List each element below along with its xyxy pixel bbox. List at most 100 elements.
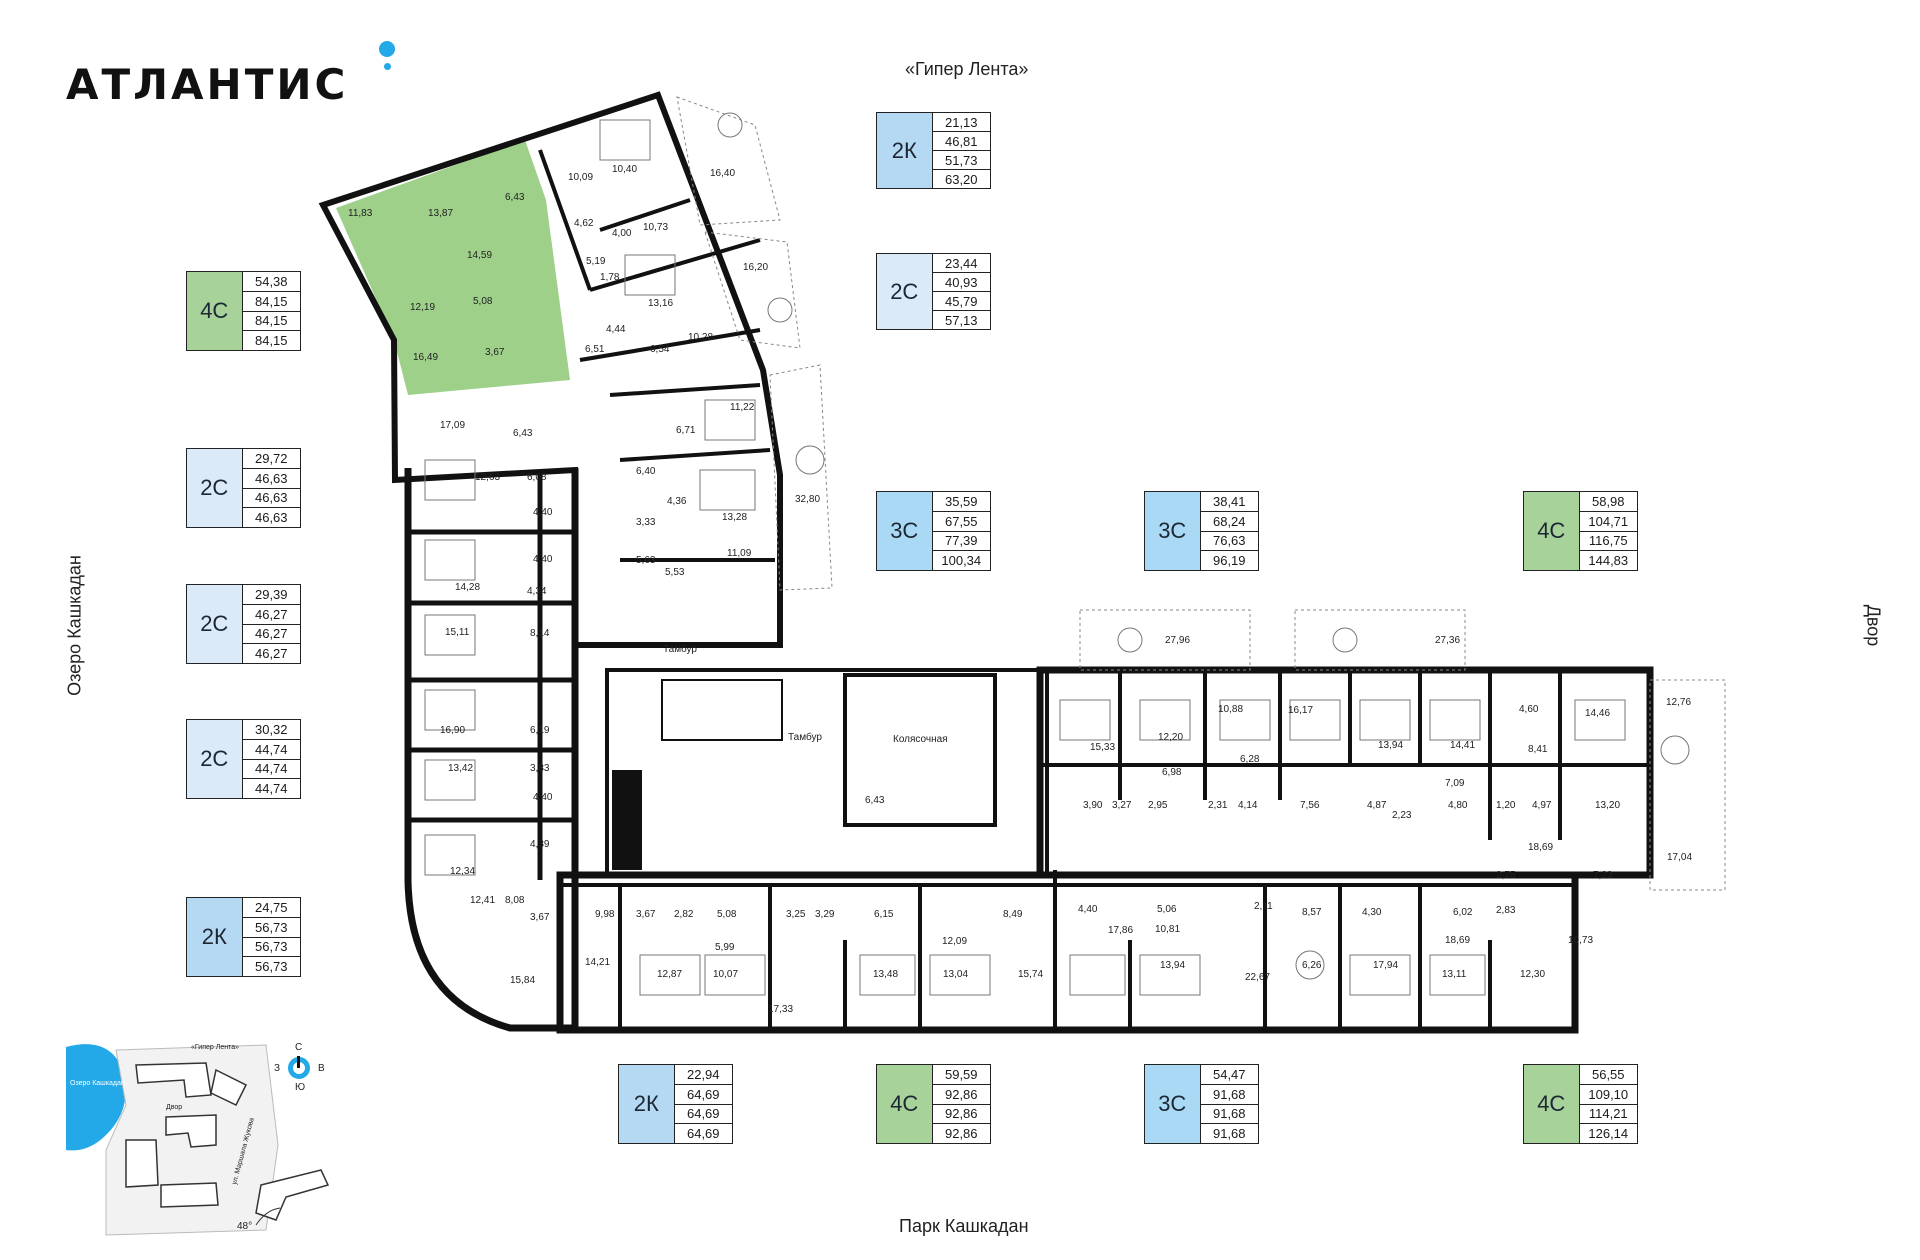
badge-areas: 22,94 64,69 64,69 64,69 (674, 1065, 732, 1143)
apartment-badge[interactable]: 2К 21,13 46,81 51,73 63,20 (876, 112, 991, 189)
badge-area: 46,81 (932, 132, 990, 151)
minimap-yard-label: Двор (166, 1104, 182, 1111)
badge-code: 2С (187, 720, 243, 798)
room-label: 17,09 (440, 420, 465, 431)
apartment-badge[interactable]: 2С 29,39 46,27 46,27 46,27 (186, 584, 301, 664)
apartment-badge[interactable]: 2С 29,72 46,63 46,63 46,63 (186, 448, 301, 528)
minimap-angle-arc (255, 1207, 281, 1226)
room-label: 8,57 (1302, 907, 1322, 918)
compass-icon (288, 1056, 310, 1079)
badge-code: 2С (877, 254, 933, 329)
badge-areas: 24,75 56,73 56,73 56,73 (242, 898, 300, 976)
room-label: 3,83 (530, 763, 550, 774)
room-label: 15,33 (1090, 742, 1115, 753)
room-label: 3,67 (530, 912, 550, 923)
compass-west: З (274, 1063, 281, 1074)
room-label: 13,28 (722, 512, 747, 523)
room-label: 8,41 (1528, 744, 1548, 755)
bottom-wing-outline (556, 871, 1579, 1034)
apartment-badge[interactable]: 2К 24,75 56,73 56,73 56,73 (186, 897, 301, 977)
room-label: 2,82 (674, 909, 694, 920)
room-label: 6,15 (874, 909, 894, 920)
room-label: 17,33 (768, 1004, 793, 1015)
apartment-badge[interactable]: 4С 58,98 104,71 116,75 144,83 (1523, 491, 1638, 571)
badge-code: 4С (187, 272, 243, 350)
room-label: 2,83 (1496, 905, 1516, 916)
badge-area: 54,38 (242, 272, 300, 292)
room-label: 16,40 (710, 168, 735, 179)
apartment-badge[interactable]: 4С 59,59 92,86 92,86 92,86 (876, 1064, 991, 1144)
room-label: 6,51 (585, 344, 605, 355)
room-label: 6,28 (1240, 754, 1260, 765)
compass-south: Ю (295, 1082, 306, 1093)
bottom-wing-walls (560, 870, 1575, 1028)
room-label: 4,34 (527, 586, 547, 597)
room-label: 6,40 (636, 466, 656, 477)
badge-area: 46,63 (254, 510, 288, 526)
upper-wing-outline (318, 91, 783, 648)
badge-code: 3С (877, 492, 933, 570)
caption-bottom: Парк Кашкадан (899, 1216, 1029, 1236)
apartment-badge[interactable]: 3С 38,41 68,24 76,63 96,19 (1144, 491, 1259, 571)
room-label: 14,21 (585, 957, 610, 968)
room-label: 4,87 (1367, 800, 1387, 811)
room-label: 4,40 (533, 554, 553, 565)
room-label: 10,09 (568, 172, 593, 183)
room-label: 12,34 (450, 866, 475, 877)
apartment-badge[interactable]: 3С 54,47 91,68 91,68 91,68 (1144, 1064, 1259, 1144)
badge-area: 92,86 (932, 1105, 990, 1125)
room-label: 8,49 (1003, 909, 1023, 920)
badge-area: 57,13 (944, 312, 978, 328)
badge-code: 2К (187, 898, 243, 976)
room-label: 4,97 (1532, 800, 1552, 811)
room-label: 14,46 (1585, 708, 1610, 719)
badge-area: 109,10 (1579, 1085, 1637, 1105)
room-label: 4,40 (533, 507, 553, 518)
apartment-badge[interactable]: 4С 56,55 109,10 114,21 126,14 (1523, 1064, 1638, 1144)
badge-area: 56,73 (242, 938, 300, 958)
room-label: 17,04 (1667, 852, 1692, 863)
apartment-badge[interactable]: 4С 54,38 84,15 84,15 84,15 (186, 271, 301, 351)
room-label: 13,87 (428, 208, 453, 219)
room-label: 13,48 (873, 969, 898, 980)
badge-area: 56,55 (1579, 1065, 1637, 1085)
room-label: 14,28 (455, 582, 480, 593)
room-label: 6,43 (513, 428, 533, 439)
badge-areas: 56,55 109,10 114,21 126,14 (1579, 1065, 1637, 1143)
apartment-badge[interactable]: 3С 35,59 67,55 77,39 100,34 (876, 491, 991, 571)
badge-code: 2К (877, 113, 933, 188)
badge-area: 44,74 (242, 740, 300, 760)
badge-area: 46,27 (242, 605, 300, 625)
badge-area: 84,15 (242, 292, 300, 312)
badge-area: 84,15 (242, 312, 300, 332)
badge-area: 96,19 (1212, 553, 1246, 569)
apartment-badge[interactable]: 2С 30,32 44,74 44,74 44,74 (186, 719, 301, 799)
badge-area: 91,68 (1200, 1105, 1258, 1125)
room-label: 6,43 (865, 795, 885, 806)
badge-area: 44,74 (254, 781, 288, 797)
location-minimap: Озеро Кашкадан «Гипер Лента» Двор ул. Ма… (66, 1044, 330, 1236)
room-label: 4,44 (606, 324, 626, 335)
room-label: 12,30 (1520, 969, 1545, 980)
badge-code: 2С (187, 449, 243, 527)
badge-area: 77,39 (932, 532, 990, 552)
room-label: 4,40 (1078, 904, 1098, 915)
apartment-badge[interactable]: 2К 22,94 64,69 64,69 64,69 (618, 1064, 733, 1144)
room-label: 2,11 (1254, 901, 1273, 912)
room-labels: 11,83 13,87 6,43 14,59 12,19 5,08 16,49 … (348, 164, 1692, 1015)
room-label: 6,02 (1453, 907, 1473, 918)
room-label: 27,36 (1435, 635, 1460, 646)
apartment-badge[interactable]: 2С 23,44 40,93 45,79 57,13 (876, 253, 991, 330)
room-label: 2,31 (1208, 800, 1228, 811)
room-label: 10,88 (1218, 704, 1243, 715)
room-label: 15,11 (445, 627, 470, 638)
badge-area: 46,63 (242, 469, 300, 489)
room-label: 17,94 (1373, 960, 1398, 971)
badge-code: 2С (187, 585, 243, 663)
badge-areas: 38,41 68,24 76,63 96,19 (1200, 492, 1258, 570)
room-label: 6,43 (505, 192, 525, 203)
badge-areas: 29,39 46,27 46,27 46,27 (242, 585, 300, 663)
room-label: Тамбур (788, 731, 822, 743)
room-label: 4,00 (612, 228, 632, 239)
